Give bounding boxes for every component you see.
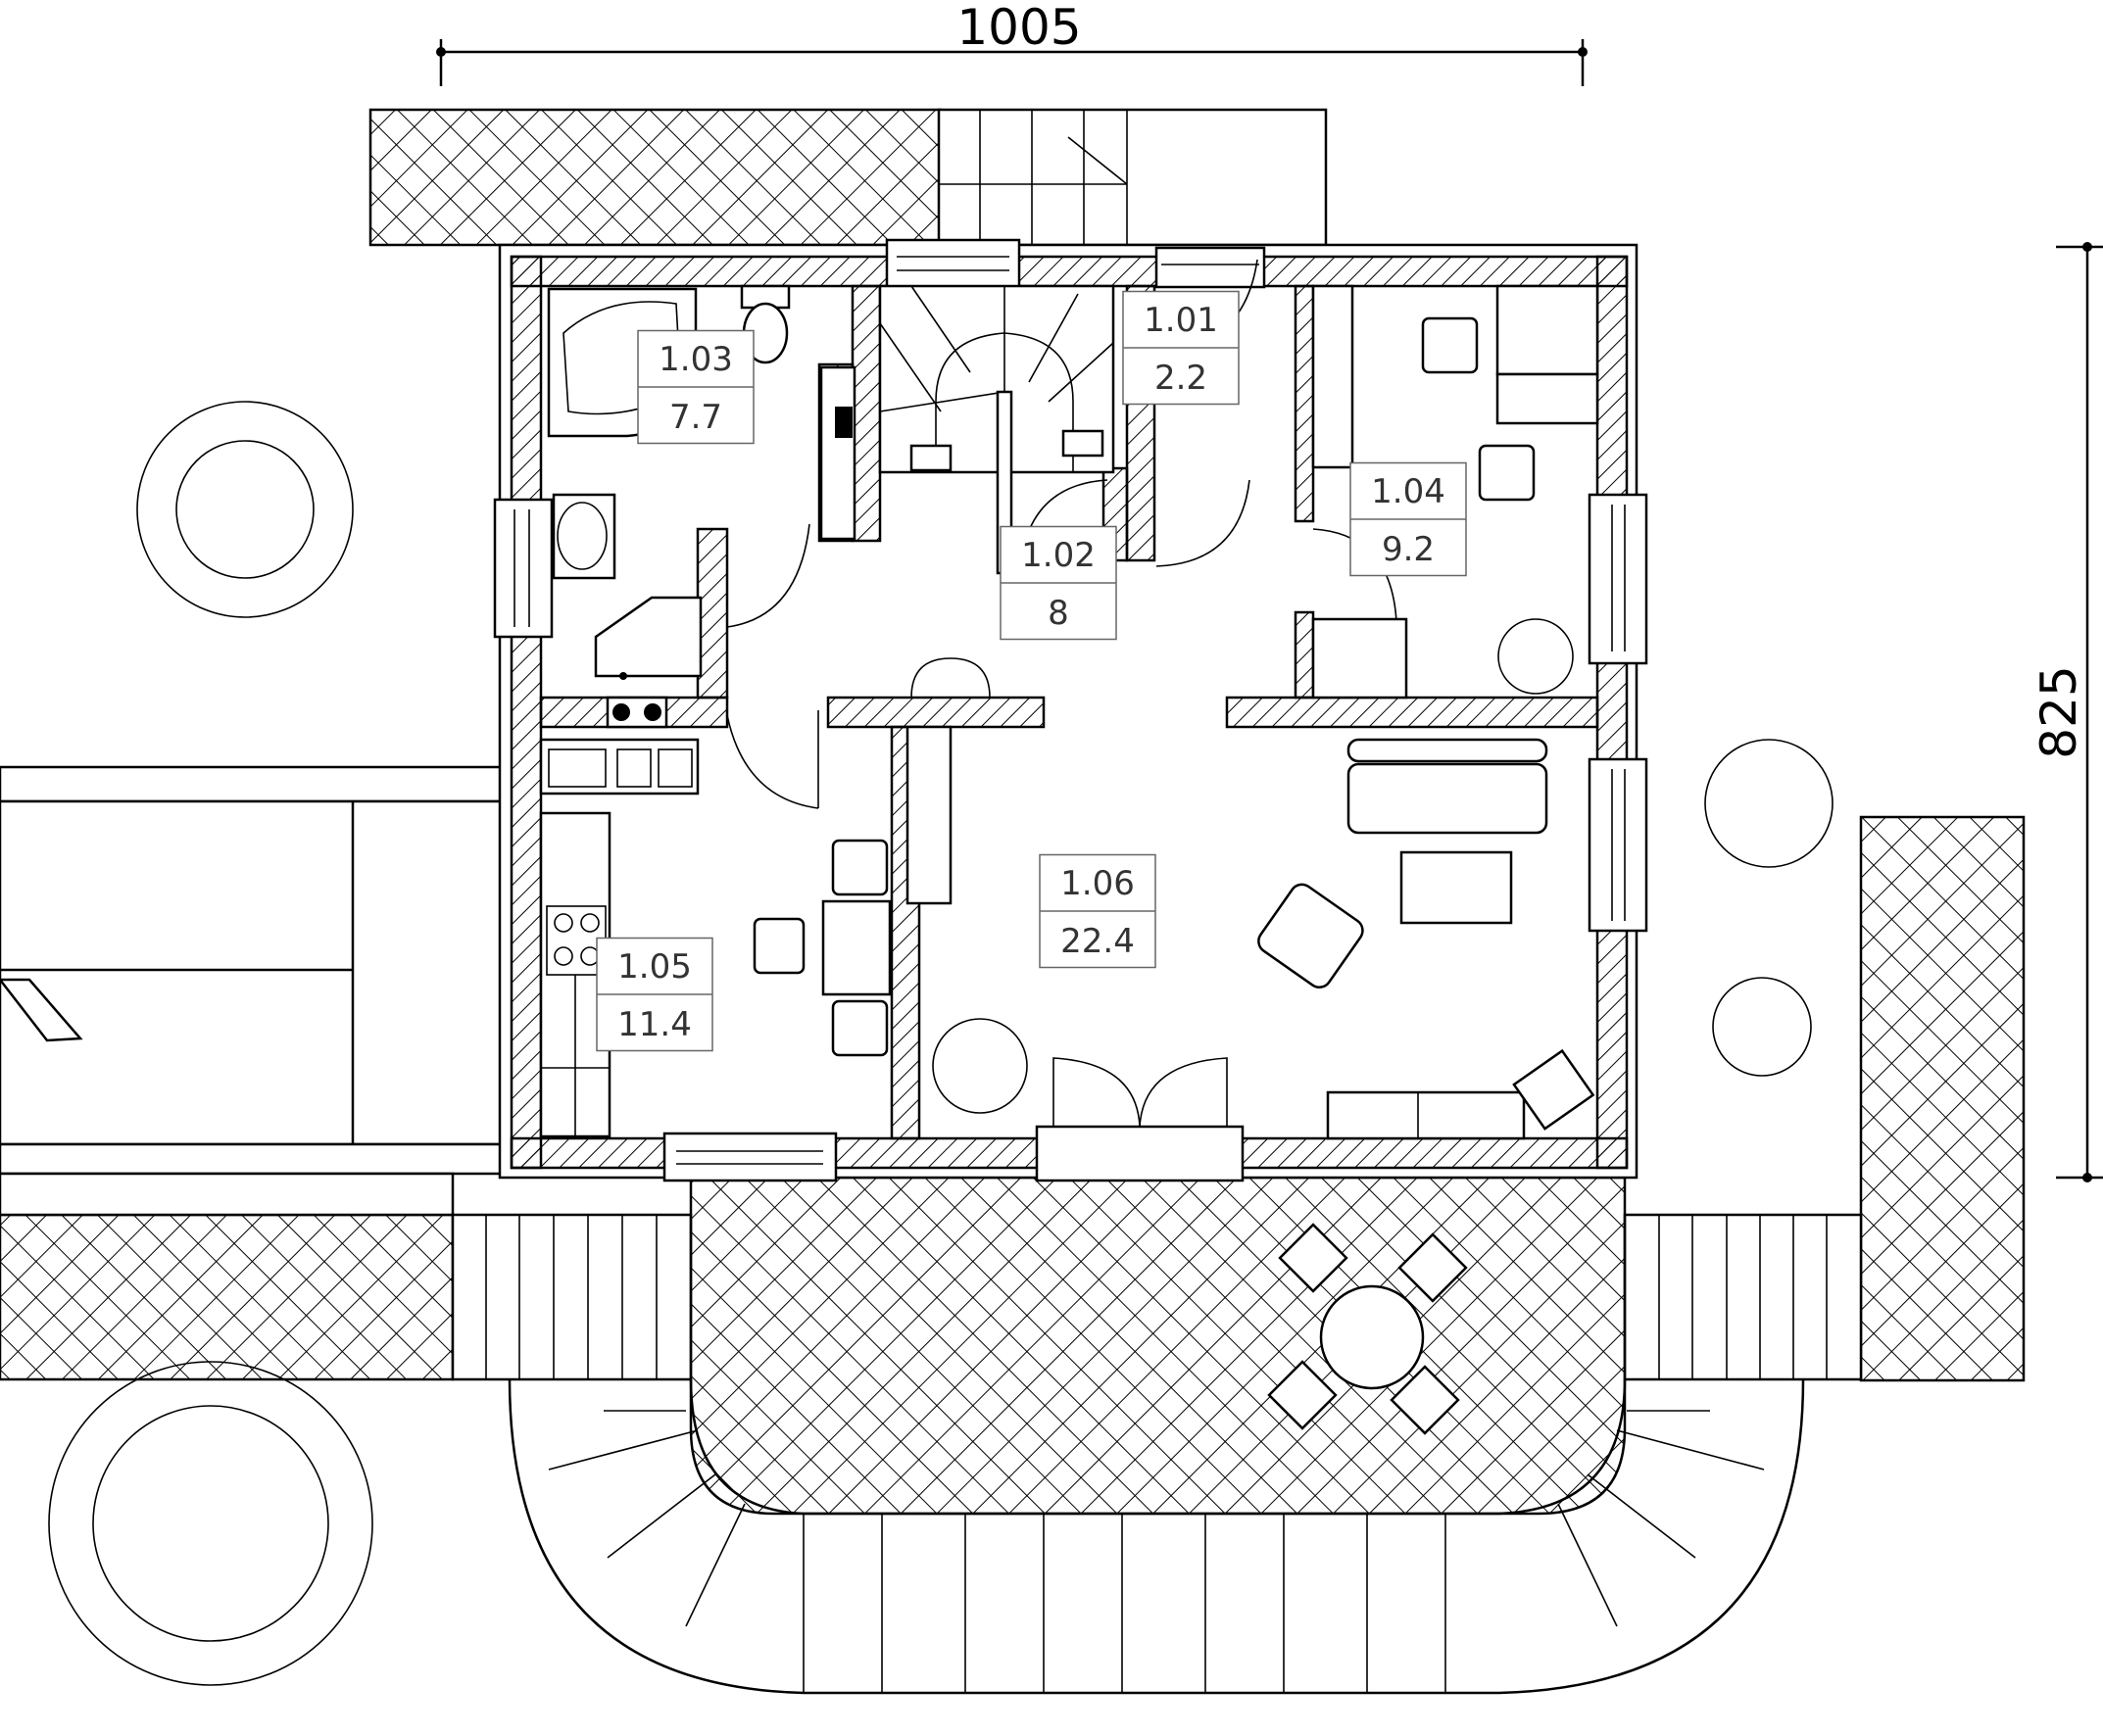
living-fixtures [1257, 738, 1595, 1140]
room-label-1-01: 1.01 2.2 [1122, 290, 1240, 406]
terrace-dining-set [1267, 1223, 1468, 1435]
room-number: 1.03 [659, 340, 733, 379]
room-number: 1.01 [1144, 301, 1218, 340]
spiral-staircase [878, 284, 1115, 575]
room-label-1-04: 1.04 9.2 [1349, 461, 1467, 577]
kitchen-fixtures [539, 725, 953, 1138]
room-area: 11.4 [617, 1005, 692, 1044]
room-area: 22.4 [1060, 922, 1135, 961]
rear-terrace [368, 108, 943, 247]
room-label-1-02: 1.02 8 [1000, 525, 1117, 641]
rear-stair-landing [937, 108, 1328, 247]
height-dimension: 825 [2030, 242, 2103, 1182]
room-area: 9.2 [1382, 530, 1435, 569]
width-dimension-label: 1005 [956, 0, 1081, 56]
width-dimension: 1005 [436, 0, 1588, 86]
left-terrace [0, 1213, 455, 1381]
plant-symbols [48, 401, 1834, 1686]
room-label-1-03: 1.03 7.7 [637, 329, 755, 445]
room-number: 1.02 [1021, 536, 1096, 575]
room-labels: 1.01 2.2 1.02 8 1.03 7.7 1.04 9.2 1.05 11.4 1.06 22… [596, 290, 1467, 1052]
rear-stairs [939, 110, 1128, 245]
room-area: 7.7 [669, 398, 722, 437]
room-number: 1.06 [1060, 864, 1135, 903]
side-terrace [1859, 815, 2026, 1382]
room-area: 2.2 [1154, 359, 1207, 398]
height-dimension-label: 825 [2030, 665, 2087, 758]
front-terrace [689, 1176, 1627, 1516]
room-number: 1.04 [1371, 472, 1445, 511]
bathroom-fixtures [547, 284, 856, 729]
room-number: 1.05 [617, 947, 692, 987]
left-deck [451, 1213, 693, 1381]
room-label-1-05: 1.05 11.4 [596, 937, 713, 1052]
office-fixtures [1311, 284, 1599, 699]
right-deck [1623, 1213, 1863, 1381]
room-area: 8 [1048, 594, 1069, 633]
windows [493, 238, 1648, 1182]
room-label-1-06: 1.06 22.4 [1039, 853, 1156, 969]
carport [0, 765, 504, 1217]
front-double-door [1035, 1057, 1245, 1182]
